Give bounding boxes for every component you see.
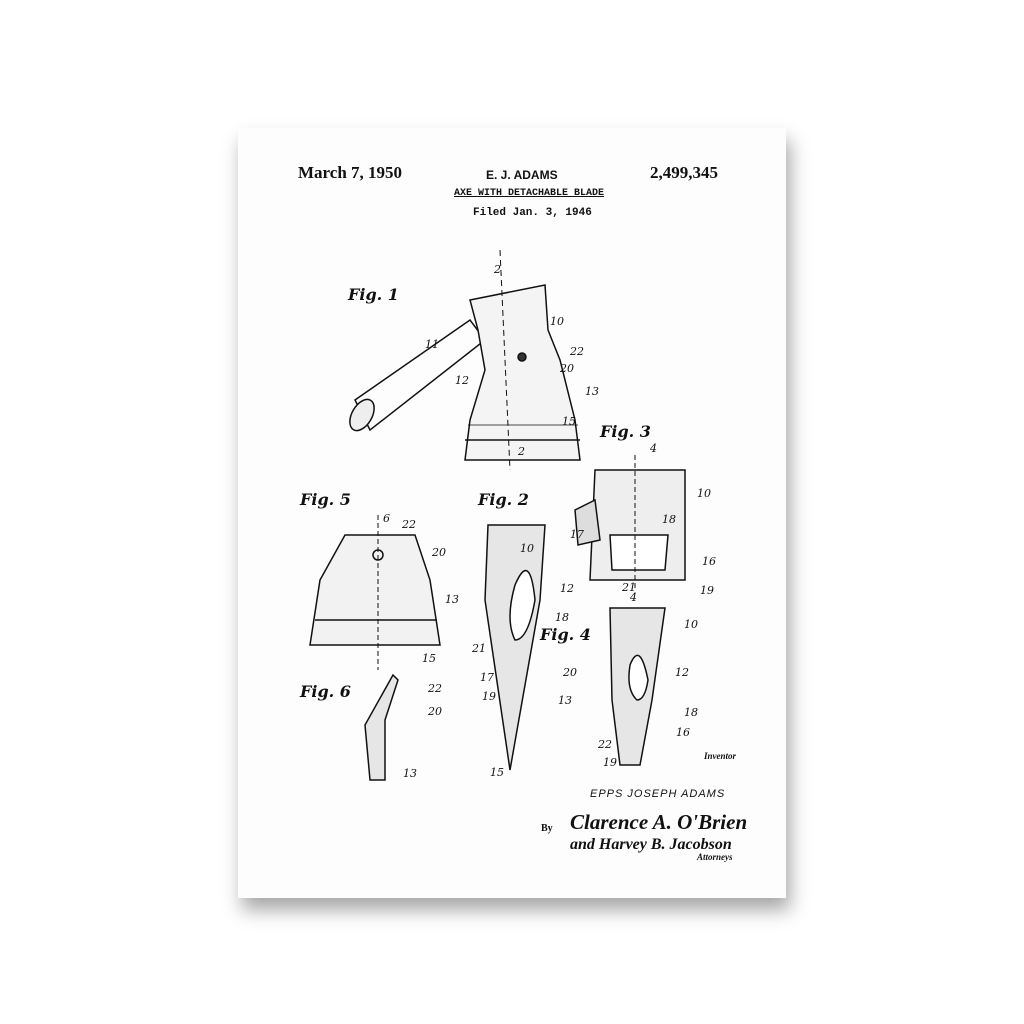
inventor-header: E. J. ADAMS: [486, 168, 558, 182]
ref-numeral: 16: [676, 726, 690, 739]
by-label: By: [541, 823, 553, 834]
ref-numeral: 15: [422, 652, 436, 665]
ref-numeral: 4: [629, 591, 637, 604]
ref-numeral: 22: [427, 682, 442, 695]
ref-numeral: 21: [621, 581, 636, 594]
ref-numeral: 20: [559, 362, 574, 375]
ref-numeral: 20: [427, 705, 442, 718]
ref-numeral: 18: [555, 611, 569, 624]
ref-numeral: 6: [383, 512, 390, 525]
ref-numeral: 10: [550, 315, 564, 328]
ref-numeral: 13: [403, 767, 417, 780]
figure-1: Fig. 1 2 10 22 20 13 11 12 15 2: [347, 249, 599, 471]
ref-numeral: 17: [480, 671, 494, 684]
patent-title: AXE WITH DETACHABLE BLADE: [454, 188, 605, 199]
inventor-name: EPPS JOSEPH ADAMS: [590, 788, 726, 800]
fig-4-label: Fig. 4: [539, 625, 591, 644]
ref-numeral: 12: [560, 582, 574, 595]
attorney-signature-1: Clarence A. O'Brien: [570, 810, 748, 834]
ref-numeral: 20: [431, 546, 446, 559]
fig-5-label: Fig. 5: [299, 490, 351, 509]
ref-numeral: 13: [558, 694, 572, 707]
ref-numeral: 12: [675, 666, 689, 679]
fig-6-label: Fig. 6: [299, 682, 351, 701]
ref-numeral: 17: [570, 528, 584, 541]
attorneys-label: Attorneys: [697, 852, 733, 862]
patent-poster: [238, 128, 786, 898]
ref-numeral: 10: [520, 542, 534, 555]
ref-numeral: 4: [649, 442, 657, 455]
ref-numeral: 22: [401, 518, 416, 531]
figure-6: Fig. 6 22 20 13: [299, 673, 442, 781]
ref-numeral: 13: [585, 385, 599, 398]
fig-3-label: Fig. 3: [599, 422, 651, 441]
ref-numeral: 12: [455, 374, 469, 387]
figure-4: Fig. 4 10 12 18 16 22 19: [539, 607, 698, 769]
ref-numeral: 10: [684, 618, 698, 631]
attorney-signature-2: and Harvey B. Jacobson: [570, 836, 732, 853]
ref-numeral: 19: [482, 690, 496, 703]
figure-3: Fig. 3 4 10 18 17 16 21 4 19: [570, 422, 716, 604]
inventor-label: Inventor: [704, 751, 737, 761]
figure-2: Fig. 2 10 12 18 21 17 20 19 13 15: [471, 490, 577, 779]
ref-numeral: 19: [603, 756, 617, 769]
ref-numeral: 2: [493, 263, 501, 276]
axe-head: [464, 284, 581, 461]
ref-numeral: 15: [490, 766, 504, 779]
ref-numeral: 11: [425, 338, 439, 351]
ref-numeral: 21: [471, 642, 486, 655]
ref-numeral: 19: [700, 584, 714, 597]
ref-numeral: 13: [445, 593, 459, 606]
patent-number: 2,499,345: [650, 163, 718, 182]
ref-numeral: 18: [684, 706, 698, 719]
ref-numeral: 16: [702, 555, 716, 568]
filed-date: Filed Jan. 3, 1946: [473, 207, 592, 219]
fig-1-label: Fig. 1: [347, 285, 399, 304]
ref-numeral: 18: [662, 513, 676, 526]
ref-numeral: 2: [517, 445, 525, 458]
fig-2-label: Fig. 2: [477, 490, 529, 509]
figure-5: Fig. 5 6 22 20 13 15: [299, 490, 459, 670]
ref-numeral: 10: [697, 487, 711, 500]
patent-date: March 7, 1950: [298, 163, 403, 182]
ref-numeral: 22: [569, 345, 584, 358]
ref-numeral: 15: [562, 415, 576, 428]
ref-numeral: 22: [597, 738, 612, 751]
ref-numeral: 20: [562, 666, 577, 679]
